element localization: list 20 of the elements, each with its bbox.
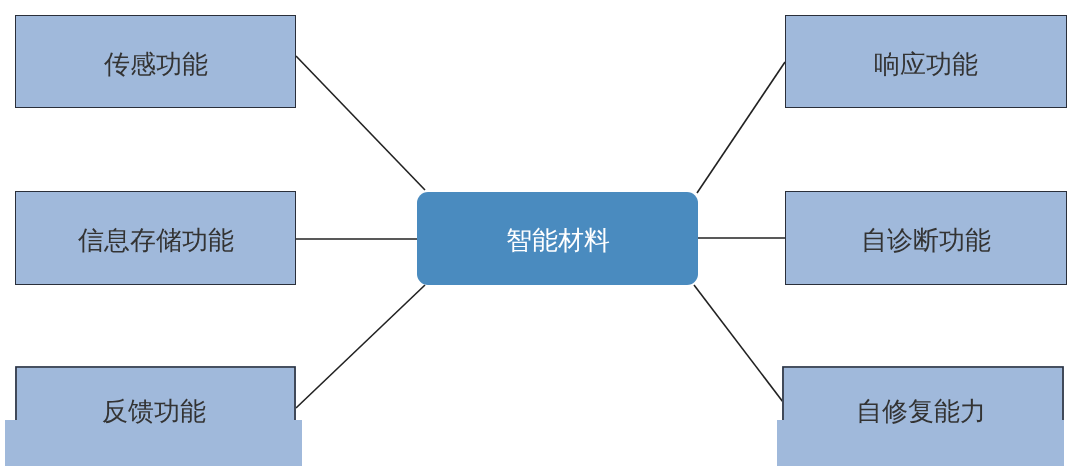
connector-line [295,238,418,240]
function-box [15,15,296,108]
connector-line [696,61,786,194]
function-label: 传感功能 [102,47,209,81]
center-box [417,192,698,285]
connector-line [697,237,786,239]
function-box [5,366,302,466]
connector-line [295,55,426,191]
function-box [15,191,296,285]
function-label: 反馈功能 [100,395,207,428]
connector-line [295,284,426,409]
function-box [785,191,1067,285]
function-label: 响应功能 [873,47,979,81]
function-label: 自诊断功能 [860,224,992,257]
connector-line [693,284,784,403]
function-label: 自修复能力 [854,395,987,428]
function-box [777,366,1064,466]
function-box [785,15,1067,108]
function-label: 信息存储功能 [76,224,235,257]
center-label: 智能材料 [504,223,611,257]
